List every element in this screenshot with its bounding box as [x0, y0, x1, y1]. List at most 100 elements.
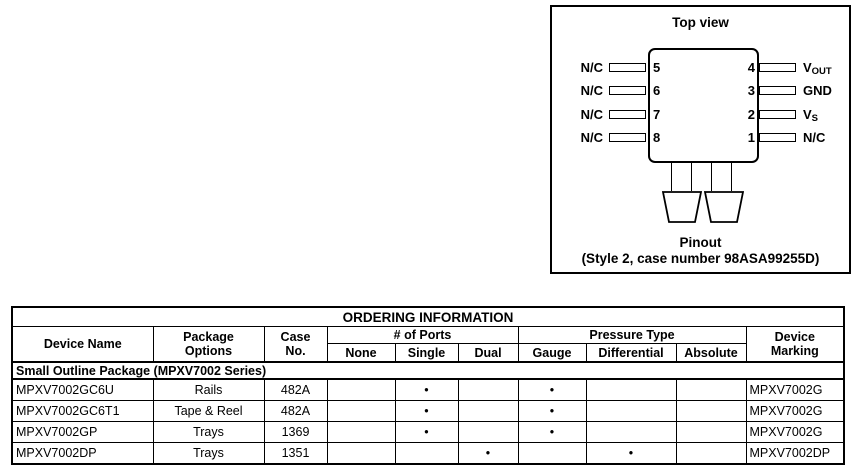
pin-number: 7: [653, 107, 661, 122]
port-nozzle: [704, 191, 744, 223]
pin-row: N/C 7 2 VS: [552, 106, 849, 124]
pin-number: 1: [747, 130, 755, 145]
cell-device-name: MPXV7002GC6U: [11, 378, 154, 401]
col-header-device-marking: Device Marking: [745, 326, 845, 363]
cell-dual: [457, 421, 519, 443]
cell-marking: MPXV7002DP: [745, 442, 845, 465]
col-group-pressure-type: Pressure Type: [517, 326, 747, 344]
cell-dual: •: [457, 442, 519, 465]
col-header-single: Single: [394, 343, 459, 363]
pin-number: 5: [653, 60, 661, 75]
pinout-diagram: Top view N/C 5 4 VOUT N/C 6 3 GND N/C 7 …: [550, 5, 851, 274]
cell-device-name: MPXV7002GP: [11, 421, 154, 443]
cell-dual: [457, 400, 519, 422]
ordering-information-table: ORDERING INFORMATION Device Name Package…: [11, 306, 846, 465]
col-header-package-options: Package Options: [152, 326, 265, 363]
pin-number: 3: [747, 83, 755, 98]
cell-package: Rails: [152, 378, 265, 401]
pin-lead: [759, 63, 796, 72]
cell-gauge: •: [517, 421, 587, 443]
pinout-caption-line2: (Style 2, case number 98ASA99255D): [581, 250, 820, 266]
cell-device-name: MPXV7002DP: [11, 442, 154, 465]
section-header-row: Small Outline Package (MPXV7002 Series): [11, 361, 845, 380]
pin-label: N/C: [580, 107, 603, 122]
pinout-caption: Pinout (Style 2, case number 98ASA99255D…: [552, 235, 849, 266]
cell-single: •: [394, 421, 459, 443]
pin-label-subscript: S: [811, 113, 819, 124]
pin-label: VOUT: [803, 59, 832, 77]
cell-none: [326, 442, 396, 465]
pin-row: N/C 6 3 GND: [552, 82, 849, 100]
table-row: MPXV7002GC6T1 Tape & Reel 482A • • MPXV7…: [11, 400, 845, 422]
pin-label: N/C: [580, 83, 603, 98]
cell-case: 1351: [263, 442, 328, 465]
cell-device-name: MPXV7002GC6T1: [11, 400, 154, 422]
chip-body: [648, 48, 759, 163]
cell-absolute: [675, 421, 747, 443]
cell-gauge: •: [517, 400, 587, 422]
pin-label-main: N/C: [803, 130, 826, 145]
pin-lead: [609, 86, 646, 95]
cell-differential: [585, 421, 677, 443]
pin-label-subscript: OUT: [811, 66, 832, 77]
table-title: ORDERING INFORMATION: [11, 306, 845, 327]
pin-lead: [759, 110, 796, 119]
col-header-case-no: Case No.: [263, 326, 328, 363]
cell-package: Tape & Reel: [152, 400, 265, 422]
cell-none: [326, 400, 396, 422]
cell-package: Trays: [152, 421, 265, 443]
col-header-device-name: Device Name: [11, 326, 154, 363]
pin-number: 4: [747, 60, 755, 75]
port-nozzle: [662, 191, 702, 223]
cell-none: [326, 378, 396, 401]
pin-label: VS: [803, 106, 818, 124]
pin-lead: [759, 133, 796, 142]
pin-label-main: GND: [803, 83, 832, 98]
col-header-none: None: [326, 343, 396, 363]
cell-gauge: •: [517, 378, 587, 401]
table-row: MPXV7002GC6U Rails 482A • • MPXV7002G: [11, 378, 845, 401]
cell-single: •: [394, 378, 459, 401]
table-row: MPXV7002GP Trays 1369 • • MPXV7002G: [11, 421, 845, 443]
col-header-absolute: Absolute: [675, 343, 747, 363]
cell-case: 1369: [263, 421, 328, 443]
pin-lead: [759, 86, 796, 95]
pin-lead: [609, 63, 646, 72]
table-row: MPXV7002DP Trays 1351 • • MPXV7002DP: [11, 442, 845, 465]
top-view-label: Top view: [672, 15, 729, 30]
pin-row: N/C 8 1 N/C: [552, 129, 849, 147]
col-group-ports: # of Ports: [326, 326, 519, 344]
cell-absolute: [675, 378, 747, 401]
pin-lead: [609, 110, 646, 119]
pin-label: N/C: [803, 129, 825, 147]
cell-single: [394, 442, 459, 465]
pin-number: 6: [653, 83, 661, 98]
cell-marking: MPXV7002G: [745, 400, 845, 422]
cell-single: •: [394, 400, 459, 422]
pin-row: N/C 5 4 VOUT: [552, 59, 849, 77]
col-header-gauge: Gauge: [517, 343, 587, 363]
pin-label: N/C: [580, 130, 603, 145]
pin-number: 2: [747, 107, 755, 122]
pinout-caption-line1: Pinout: [679, 235, 722, 250]
pin-label: GND: [803, 82, 832, 100]
pin-label-main: V: [803, 107, 812, 122]
cell-case: 482A: [263, 378, 328, 401]
cell-none: [326, 421, 396, 443]
cell-package: Trays: [152, 442, 265, 465]
cell-case: 482A: [263, 400, 328, 422]
pin-label-main: V: [803, 60, 812, 75]
pin-label: N/C: [580, 60, 603, 75]
port-tube: [711, 163, 732, 191]
cell-marking: MPXV7002G: [745, 378, 845, 401]
port-tube: [671, 163, 692, 191]
cell-dual: [457, 378, 519, 401]
pin-lead: [609, 133, 646, 142]
col-header-differential: Differential: [585, 343, 677, 363]
cell-absolute: [675, 442, 747, 465]
pin-number: 8: [653, 130, 661, 145]
col-header-dual: Dual: [457, 343, 519, 363]
cell-differential: •: [585, 442, 677, 465]
cell-marking: MPXV7002G: [745, 421, 845, 443]
